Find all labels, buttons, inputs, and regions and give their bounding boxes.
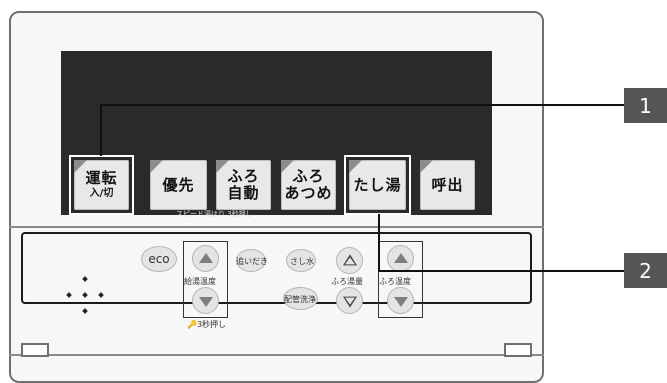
lock-note-text: 3秒押し bbox=[196, 320, 227, 329]
power-button-highlight bbox=[69, 155, 134, 215]
eco-button[interactable]: eco bbox=[141, 246, 177, 272]
priority-button-label: 優先 bbox=[162, 175, 195, 194]
hot-water-temp-down-button[interactable] bbox=[192, 287, 219, 314]
reheat-bath-button-label: ふろ bbox=[292, 167, 325, 185]
add-hot-water-button-label: たし湯 bbox=[353, 175, 402, 194]
arrow-up-icon bbox=[393, 252, 408, 263]
bath-temp-group bbox=[378, 241, 423, 318]
add-hot-water-highlight bbox=[344, 155, 411, 215]
sashimizu-label: さし水 bbox=[290, 257, 314, 266]
callout-1-drop bbox=[100, 104, 102, 156]
call-button[interactable]: 呼出 bbox=[420, 160, 475, 210]
arrow-down-icon bbox=[198, 296, 213, 307]
button-corner-mark bbox=[281, 160, 294, 173]
button-corner-mark bbox=[349, 160, 362, 173]
power-button[interactable]: 運転 入/切 bbox=[74, 160, 129, 210]
callout-2-rise bbox=[378, 214, 380, 272]
auto-bath-button[interactable]: ふろ 自動 bbox=[216, 160, 271, 210]
call-button-label: 呼出 bbox=[431, 175, 464, 194]
hot-water-temp-group bbox=[183, 241, 228, 318]
key-icon: 🔑 bbox=[187, 320, 197, 329]
hot-water-temp-up-button[interactable] bbox=[192, 245, 219, 272]
arrow-down-icon bbox=[393, 296, 408, 307]
button-corner-mark bbox=[216, 160, 229, 173]
bath-amount-up-button[interactable] bbox=[336, 247, 363, 274]
callout-badge-2: 2 bbox=[624, 253, 667, 288]
button-corner-mark bbox=[150, 160, 163, 173]
button-corner-mark bbox=[420, 160, 433, 173]
bath-temp-up-button[interactable] bbox=[387, 245, 414, 272]
reheat-bath-button[interactable]: ふろ あつめ bbox=[281, 160, 336, 210]
oidaki-label: 追いだき bbox=[236, 257, 268, 266]
callout-1-line bbox=[100, 104, 625, 106]
left-latch bbox=[21, 343, 49, 357]
bath-temp-label: ふろ温度 bbox=[379, 277, 411, 286]
arrow-down-outline-icon bbox=[342, 296, 357, 308]
power-button-sublabel: 入/切 bbox=[89, 188, 114, 199]
hot-water-temp-label: 給湯温度 bbox=[184, 277, 216, 286]
add-hot-water-button[interactable]: たし湯 bbox=[349, 160, 406, 210]
priority-button[interactable]: 優先 bbox=[150, 160, 207, 210]
cover-edge bbox=[9, 226, 544, 228]
auto-bath-button-sublabel: 自動 bbox=[227, 184, 260, 202]
bath-amount-label: ふろ湯量 bbox=[331, 277, 363, 286]
callout-2-line bbox=[378, 270, 625, 272]
cover-hinge-line bbox=[9, 354, 544, 356]
speed-fill-note: スピード湯はり 3秒押し bbox=[176, 210, 253, 218]
eco-label: eco bbox=[148, 252, 170, 266]
right-latch bbox=[504, 343, 532, 357]
pipe-cleaning-button[interactable]: 配管洗浄 bbox=[283, 287, 318, 310]
arrow-up-outline-icon bbox=[342, 253, 357, 265]
pipe-cleaning-label: 配管洗浄 bbox=[284, 295, 316, 304]
power-button-label: 運転 bbox=[85, 169, 118, 187]
display-screen bbox=[61, 51, 492, 149]
bath-amount-down-button[interactable] bbox=[336, 287, 363, 314]
button-corner-mark bbox=[74, 160, 87, 173]
lower-cover bbox=[21, 232, 532, 304]
oidaki-button[interactable]: 追いだき bbox=[236, 249, 268, 272]
arrow-up-icon bbox=[198, 252, 213, 263]
bath-temp-down-button[interactable] bbox=[387, 287, 414, 314]
lock-note: 🔑3秒押し bbox=[187, 319, 226, 330]
auto-bath-button-label: ふろ bbox=[227, 167, 260, 185]
sashimizu-button[interactable]: さし水 bbox=[286, 249, 316, 272]
callout-badge-1: 1 bbox=[624, 88, 667, 123]
reheat-bath-button-sublabel: あつめ bbox=[284, 184, 333, 202]
